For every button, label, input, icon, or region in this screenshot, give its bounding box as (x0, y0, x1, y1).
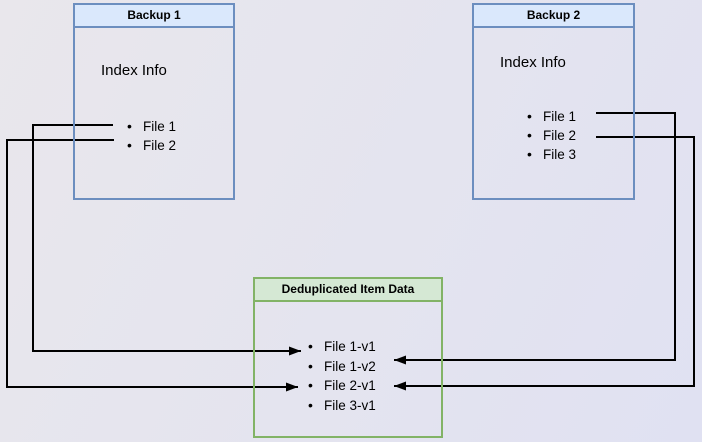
backup1-file2: File 2 (127, 136, 176, 155)
backup2-index-info-label: Index Info (500, 54, 566, 71)
dedup-file1-v1: File 1-v1 (308, 337, 376, 357)
backup2-box: Backup 2 Index Info File 1 File 2 File 3 (472, 3, 635, 200)
backup1-title: Backup 1 (75, 5, 233, 28)
backup1-file1: File 1 (127, 117, 176, 136)
backup2-file3: File 3 (527, 145, 576, 164)
dedup-file1-v2: File 1-v2 (308, 357, 376, 377)
dedup-file-list: File 1-v1 File 1-v2 File 2-v1 File 3-v1 (308, 337, 376, 416)
deduplicated-item-data-box: Deduplicated Item Data File 1-v1 File 1-… (253, 277, 443, 438)
dedup-file3-v1: File 3-v1 (308, 396, 376, 416)
dedup-file2-v1: File 2-v1 (308, 376, 376, 396)
backup2-file1: File 1 (527, 107, 576, 126)
backup1-box: Backup 1 Index Info File 1 File 2 (73, 3, 235, 200)
backup2-file-list: File 1 File 2 File 3 (527, 107, 576, 164)
backup1-index-info-label: Index Info (101, 62, 167, 79)
backup2-title: Backup 2 (474, 5, 633, 28)
backup2-file2: File 2 (527, 126, 576, 145)
dedup-title: Deduplicated Item Data (255, 279, 441, 302)
backup1-file-list: File 1 File 2 (127, 117, 176, 155)
